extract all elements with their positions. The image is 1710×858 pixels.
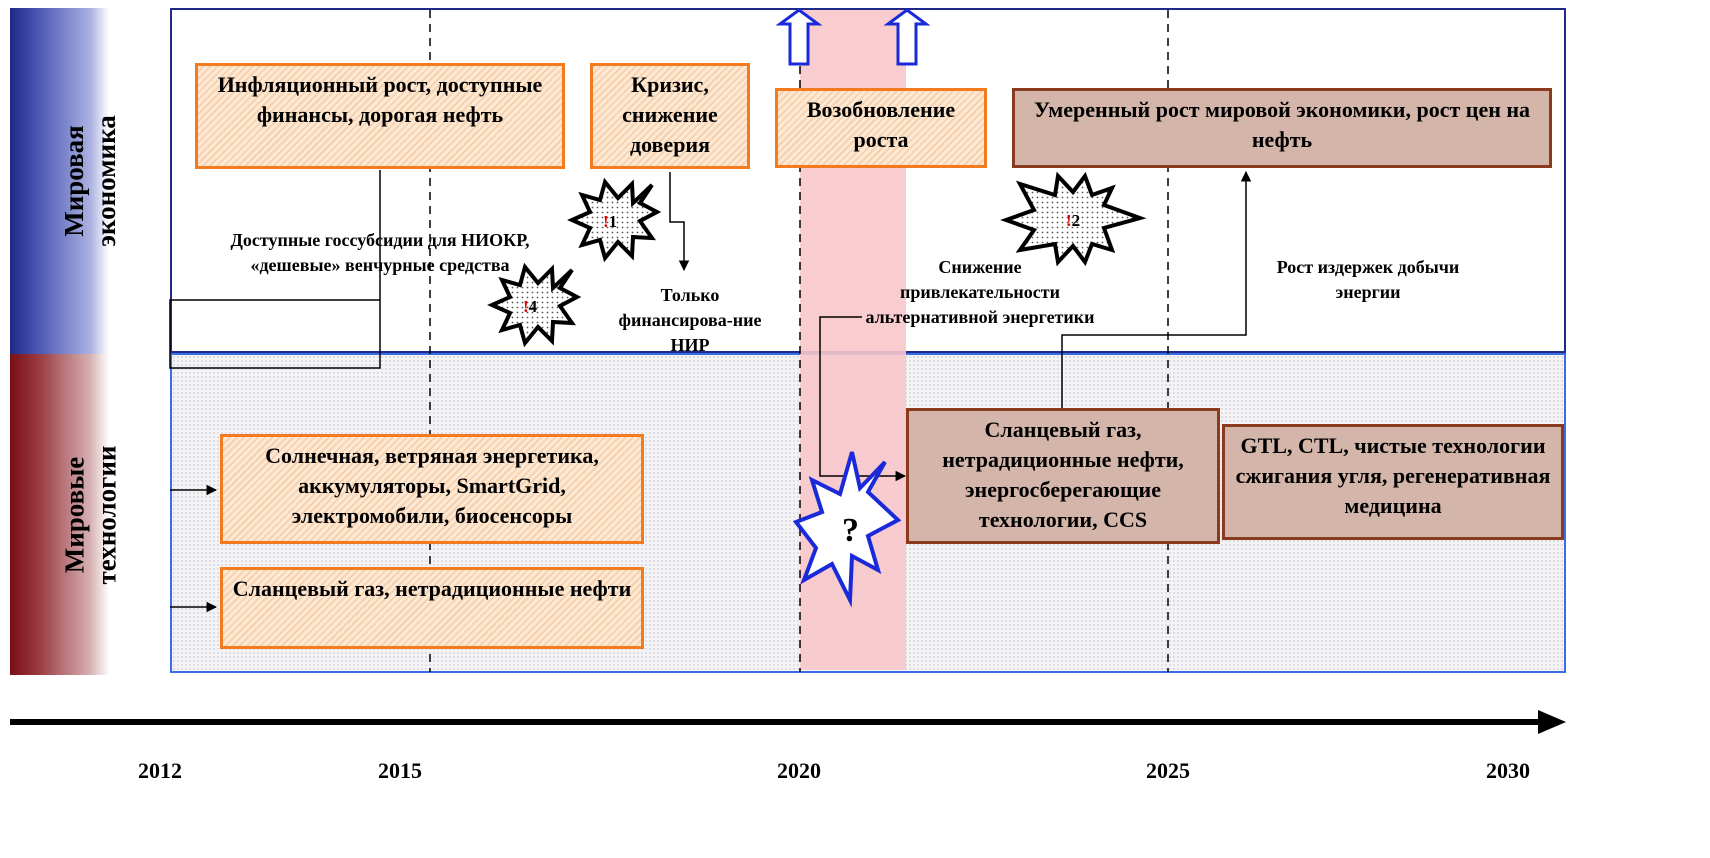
note-energy-costs: Рост издержек добычи энергии	[1276, 257, 1460, 302]
economy-box-recovery: Возобновление роста	[775, 88, 987, 168]
economy-box-crisis: Кризис, снижение доверия	[590, 63, 750, 169]
risk-star-icon-2	[1000, 171, 1147, 267]
economy-box-moderate-growth: Умеренный рост мировой экономики, рост ц…	[1012, 88, 1552, 168]
up-arrow-icon	[883, 8, 931, 66]
crisis-down-arrow	[669, 172, 690, 272]
tech-box-shale-2020: Сланцевый газ, нетрадиционные нефти, эне…	[906, 408, 1220, 544]
year-2015: 2015	[378, 758, 422, 783]
risk-label-1: !1	[603, 212, 618, 231]
risk-label-question: ?	[842, 512, 859, 549]
risk-label-2: !2	[1066, 211, 1081, 230]
year-2025: 2025	[1146, 758, 1190, 783]
tech-box-gtl-ctl: GTL, CTL, чистые технологии сжигания угл…	[1222, 424, 1564, 540]
energy-cost-arrow	[1061, 170, 1252, 410]
tech-box-renewables: Солнечная, ветряная энергетика, аккумуля…	[220, 434, 644, 544]
risk-star-icon-question	[792, 451, 902, 608]
alt-energy-arrow	[819, 316, 907, 482]
risk-star-icon-1	[567, 177, 662, 263]
tech-box-shale-early: Сланцевый газ, нетрадиционные нефти	[220, 567, 644, 649]
note-research-only: Только финансирова-ние НИР	[618, 285, 762, 355]
timeline-arrowhead	[1538, 710, 1566, 734]
year-2030: 2030	[1486, 758, 1530, 783]
year-2020: 2020	[777, 758, 821, 783]
up-arrow-icon	[775, 8, 823, 66]
connector-line	[169, 170, 381, 369]
economy-box-inflation: Инфляционный рост, доступные финансы, до…	[195, 63, 565, 169]
note-subsidies: Доступные госсубсидии для НИОКР, «дешевы…	[230, 230, 530, 275]
note-alt-energy: Снижение привлекательности альтернативно…	[865, 257, 1095, 327]
year-2012: 2012	[138, 758, 182, 783]
risk-label-4: !4	[523, 297, 538, 316]
risk-star-icon-4	[487, 262, 582, 348]
